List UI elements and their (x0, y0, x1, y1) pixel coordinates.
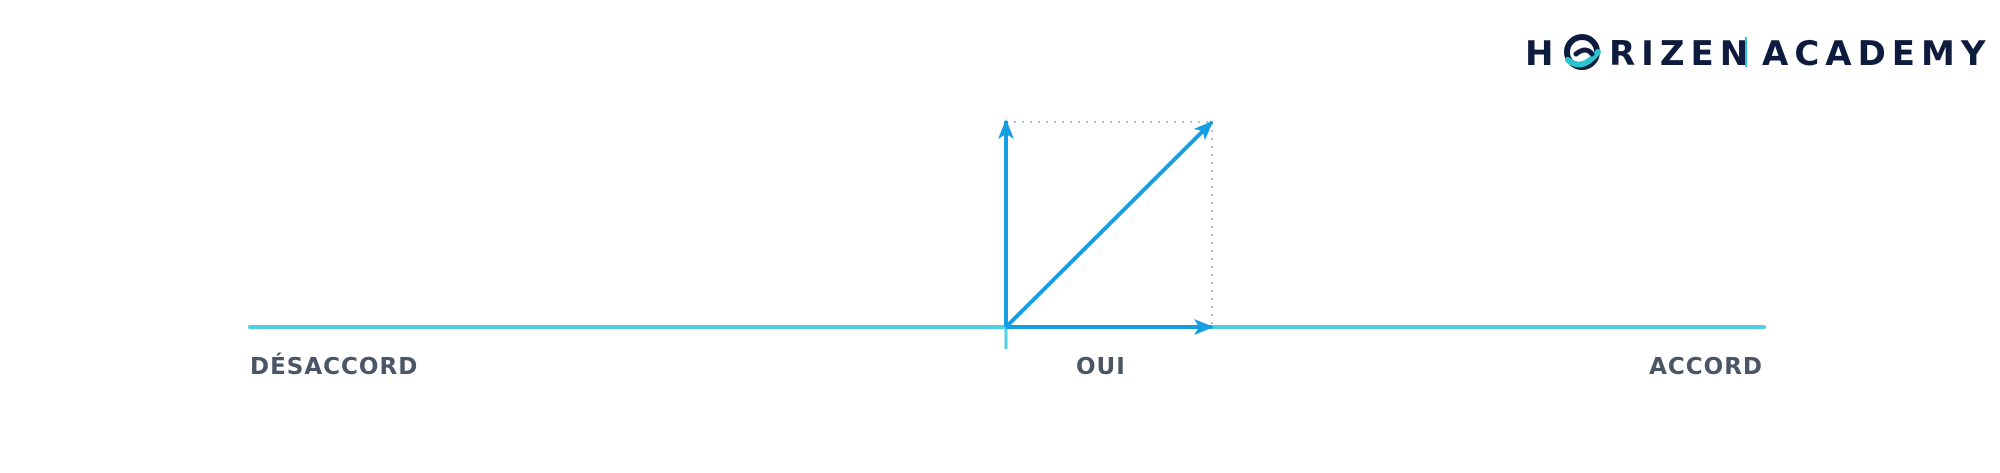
label-oui: OUI (1076, 354, 1126, 380)
diagonal-resultant-vector-arrow (1004, 120, 1214, 329)
logo-word-academy: ACADEMY (1762, 34, 1991, 74)
horizen-o-swirl-icon (1564, 34, 1601, 70)
label-accord: ACCORD (1649, 354, 1763, 380)
logo-letter-h: H (1525, 34, 1559, 74)
label-desaccord: DÉSACCORD (250, 352, 418, 380)
horizen-academy-logo: H RIZEN ACADEMY (1525, 34, 1991, 74)
logo-word-rizen: RIZEN (1609, 34, 1754, 74)
